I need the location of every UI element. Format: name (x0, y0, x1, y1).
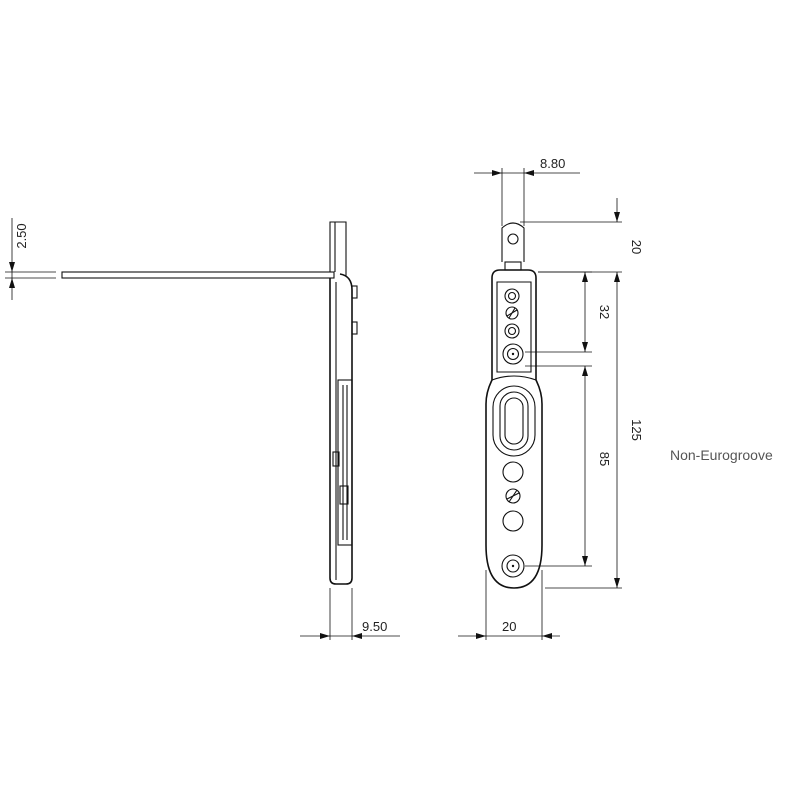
dimension-flange-thickness-label: 2.50 (14, 223, 29, 248)
dimension-front-width: 20 (458, 570, 560, 640)
slot-inner (499, 391, 529, 451)
dimension-tab-height-label: 20 (629, 240, 644, 254)
dimension-tab-width: 8.80 (474, 156, 580, 226)
caption-label: Non-Eurogroove (670, 447, 773, 463)
dimension-tab-width-label: 8.80 (540, 156, 565, 171)
dimension-flange-thickness: 2.50 (5, 218, 56, 300)
side-view-tab (329, 221, 347, 276)
front-view-tab (501, 222, 525, 262)
adjust-screw-icon (505, 306, 519, 320)
dimension-lower-spacing: 85 (525, 365, 612, 567)
side-view (61, 221, 358, 585)
lower-hole-b (502, 510, 524, 532)
side-view-channel (337, 379, 353, 546)
dimension-lower-spacing-label: 85 (597, 452, 612, 466)
front-view (485, 222, 543, 589)
lower-adjust-screw-icon (505, 488, 521, 504)
dimension-tab-height: 20 (520, 198, 644, 273)
front-view-body (485, 269, 543, 589)
dimension-overall-length: 125 (545, 272, 644, 589)
middle-screw-hole (504, 323, 520, 339)
lower-hole-a (502, 461, 524, 483)
upper-screw-hole (504, 288, 520, 304)
dimension-side-depth-label: 9.50 (362, 619, 387, 634)
side-view-flange (61, 271, 335, 279)
dimension-upper-spacing: 32 (525, 271, 612, 353)
dimension-side-depth: 9.50 (300, 588, 400, 640)
upper-fixing-hole (502, 343, 524, 365)
dimension-overall-length-label: 125 (629, 419, 644, 441)
dimension-upper-spacing-label: 32 (597, 305, 612, 319)
dimension-front-width-label: 20 (502, 619, 516, 634)
side-view-body (329, 273, 353, 585)
slot-outer (492, 385, 536, 457)
lower-fixing-hole (501, 554, 525, 578)
tab-hole (507, 233, 519, 245)
